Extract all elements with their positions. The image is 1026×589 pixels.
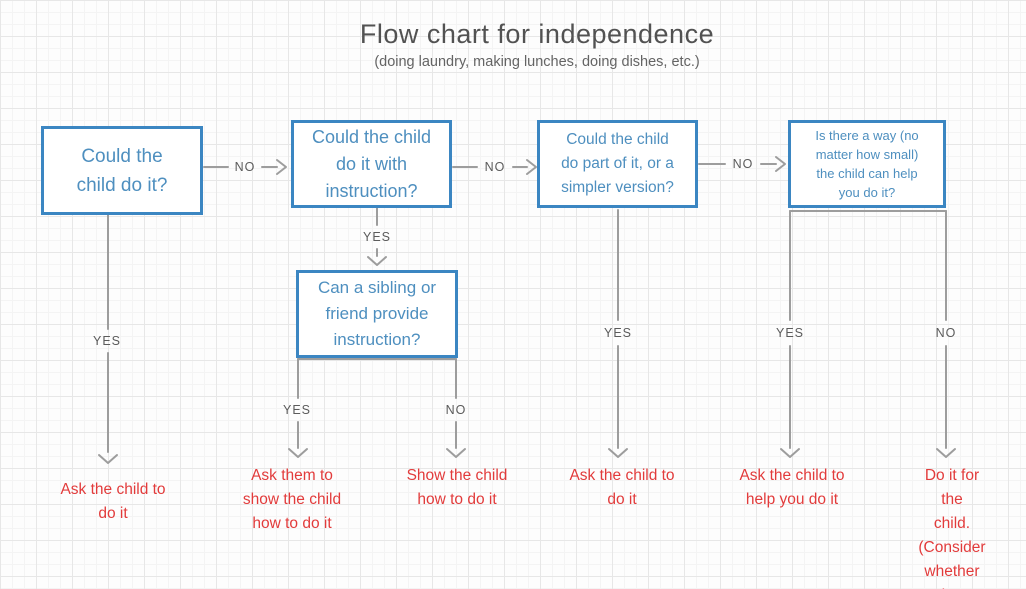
edge-label-yes-q5: YES (282, 403, 312, 417)
arrow-down-icon (608, 448, 628, 458)
arrow-down-icon (98, 454, 118, 464)
arrow-right-icon (775, 156, 786, 172)
outcome-ask-child-do-it: Ask the child to do it (60, 481, 166, 522)
edge-q1-to-q2 (203, 159, 287, 175)
arrow-down-icon (936, 448, 956, 458)
arrow-right-icon (526, 159, 537, 175)
outcome-show-child-how: Show the child how to do it (406, 467, 508, 508)
edge-label-no-q4: NO (935, 326, 957, 340)
edge-label-no-q1-q2: NO (234, 160, 256, 174)
edge-label-yes-q2: YES (362, 230, 392, 244)
edge-label-no-q2-q3: NO (484, 160, 506, 174)
edge-label-yes-q3: YES (603, 326, 633, 340)
edge-label-no-q3-q4: NO (732, 157, 754, 171)
edge-q5-split (288, 358, 466, 458)
outcome-do-it-for-child: Do it for the child. (Consider whether t… (918, 467, 986, 589)
node-sibling-friend-instruction: Can a sibling or friend provide instruct… (296, 270, 458, 358)
edge-q2-to-q3 (452, 159, 537, 175)
page-title: Flow chart for independence (359, 19, 715, 49)
outcome-ask-child-help-you: Ask the child to help you do it (739, 467, 845, 508)
arrow-down-icon (367, 256, 387, 266)
node-way-child-can-help: Is there a way (no matter how small) the… (788, 120, 946, 208)
node-part-or-simpler-version: Could the child do part of it, or a simp… (537, 120, 698, 208)
arrow-right-icon (276, 159, 287, 175)
edge-q3-to-q4 (698, 156, 786, 172)
arrow-down-icon (446, 448, 466, 458)
edge-q2-down (367, 207, 387, 266)
edge-label-yes-q4: YES (775, 326, 805, 340)
arrow-down-icon (288, 448, 308, 458)
outcome-ask-child-do-it-2: Ask the child to do it (569, 467, 675, 508)
edge-label-yes-q1: YES (92, 334, 122, 348)
edge-label-no-q5: NO (445, 403, 467, 417)
node-do-it-with-instruction: Could the child do it with instruction? (291, 120, 452, 208)
edge-q3-down (608, 209, 628, 458)
edge-q4-split (780, 210, 956, 458)
node-could-child-do-it: Could the child do it? (41, 126, 203, 215)
arrow-down-icon (780, 448, 800, 458)
page-subtitle: (doing laundry, making lunches, doing di… (374, 54, 700, 70)
outcome-ask-them-show-child: Ask them to show the child how to do it (242, 467, 342, 532)
edge-q1-down (98, 214, 118, 464)
